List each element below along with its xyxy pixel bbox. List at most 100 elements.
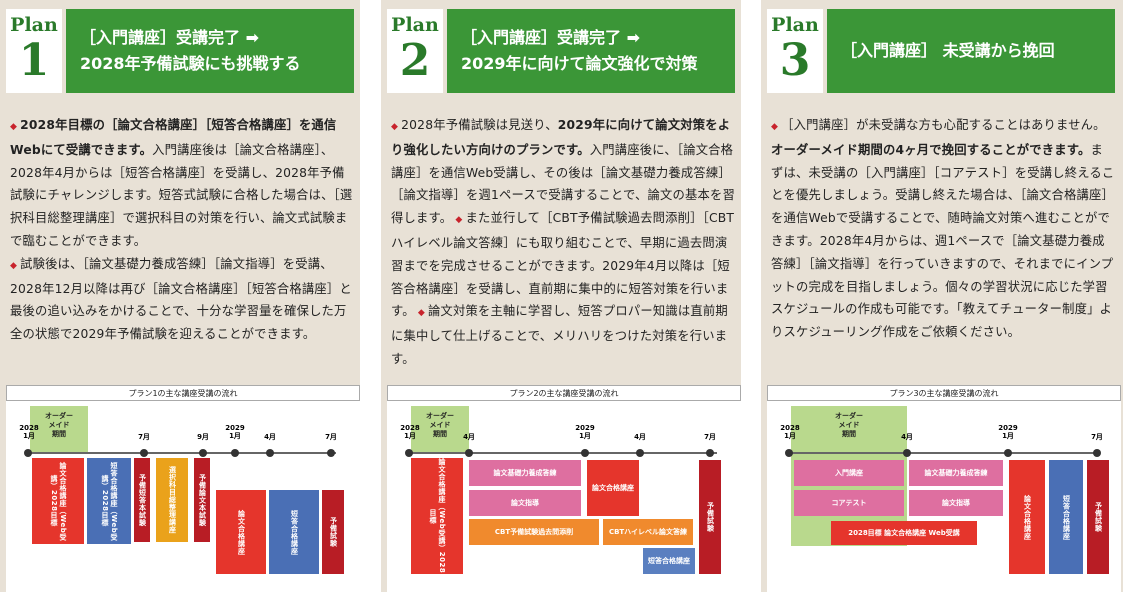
- ordermade-period: オーダー メイド 期間: [30, 406, 88, 454]
- plan-label: Plan 1: [6, 9, 62, 93]
- diamond-bullet-icon: ◆: [10, 122, 18, 132]
- timeline-dot: [405, 449, 413, 457]
- course-block: コアテスト: [794, 490, 904, 516]
- course-block: 論文合格講座: [216, 490, 266, 574]
- plan-word: Plan: [391, 14, 439, 36]
- timeline-dot: [706, 449, 714, 457]
- diamond-bullet-icon: ◆: [414, 308, 425, 319]
- timeline-dot: [327, 449, 335, 457]
- plan-number: 3: [779, 35, 811, 86]
- plan-title: ［入門講座］ 未受講から挽回: [827, 9, 1115, 93]
- title-line2: 2028年予備試験にも挑戦する: [80, 54, 301, 73]
- timeline-dot: [581, 449, 589, 457]
- diamond-bullet-icon: ◆: [391, 122, 399, 132]
- course-block: 入門講座: [794, 460, 904, 486]
- course-block: CBT予備試験過去問添削: [469, 519, 599, 545]
- tick-9: 9月: [197, 433, 209, 441]
- timeline-axis: [407, 452, 717, 454]
- course-block: CBTハイレベル論文答練: [603, 519, 693, 545]
- title-line2: 2029年に向けて論文強化で対策: [461, 54, 698, 73]
- body-text: 入門講座後に、［論文合格講座］を通信Web受講し、その後は［論文基礎力養成答練］…: [391, 142, 735, 226]
- tick-4: 4月: [264, 433, 276, 441]
- diamond-bullet-icon: ◆: [10, 260, 18, 271]
- course-block: 論文基礎力養成答練: [909, 460, 1003, 486]
- course-block: 論文合格講座: [587, 460, 639, 516]
- course-block: 予備試験: [1087, 460, 1109, 574]
- timeline-dot: [231, 449, 239, 457]
- course-block: 予備試験: [322, 490, 344, 574]
- timeline-dot: [24, 449, 32, 457]
- plan3-panel: Plan 3 ［入門講座］ 未受講から挽回 ◆［入門講座］が未受講な方も心配する…: [761, 0, 1123, 592]
- tick-4b: 4月: [634, 433, 646, 441]
- plan-title: ［入門講座］受講完了 ➡ 2028年予備試験にも挑戦する: [66, 9, 354, 93]
- plan-label: Plan 3: [767, 9, 823, 93]
- timeline-dot: [903, 449, 911, 457]
- bold-text: オーダーメイド期間の4ヶ月で挽回することができます。: [771, 142, 1091, 157]
- course-block: 論文指導: [469, 490, 581, 516]
- plan-number: 1: [18, 35, 50, 86]
- course-block: 短答合格講座: [269, 490, 319, 574]
- timeline-dot: [1093, 449, 1101, 457]
- body-text: 2028年予備試験は見送り、: [401, 118, 558, 132]
- course-block: 予備論文本試験: [194, 458, 210, 542]
- course-block: 予備試験: [699, 460, 721, 574]
- plan-number: 2: [399, 35, 431, 86]
- plan-word: Plan: [771, 14, 819, 36]
- title-line1: ［入門講座］ 未受講から挽回: [841, 41, 1055, 60]
- timeline-dot: [636, 449, 644, 457]
- course-block: 短答合格講座（Web受講）2028目標: [87, 458, 131, 544]
- flow-title: プラン2の主な講座受講の流れ: [387, 385, 741, 401]
- tick-7b: 7月: [325, 433, 337, 441]
- plan-description: ◆2028年予備試験は見送り、2029年に向けて論文対策をより強化したい方向けの…: [391, 114, 735, 371]
- course-block: 論文合格講座（Web受講）2028目標: [411, 458, 463, 574]
- plan2-panel: Plan 2 ［入門講座］受講完了 ➡ 2029年に向けて論文強化で対策 ◆20…: [381, 0, 741, 592]
- flow-title: プラン3の主な講座受講の流れ: [767, 385, 1121, 401]
- timeline-dot: [199, 449, 207, 457]
- ordermade-period: オーダー メイド 期間: [411, 406, 469, 454]
- plan-label: Plan 2: [387, 9, 443, 93]
- course-block: 選択科目総整理講座: [156, 458, 188, 542]
- tick-7: 7月: [704, 433, 716, 441]
- timeline-dot: [465, 449, 473, 457]
- course-block: 短答合格講座: [643, 548, 695, 574]
- body-text: 論文対策を主軸に学習し、短答プロパー知識は直前期に集中して仕上げることで、メリハ…: [391, 304, 728, 366]
- diamond-bullet-icon: ◆: [452, 215, 463, 226]
- body-text: まずは、未受講の［入門講座］［コアテスト］を受講し終えることを優先しましょう。受…: [771, 142, 1115, 340]
- course-block: 2028目標 論文合格講座 Web受講: [831, 521, 977, 545]
- title-line1: ［入門講座］受講完了 ➡: [80, 28, 259, 47]
- timeline-dot: [785, 449, 793, 457]
- course-block: 論文基礎力養成答練: [469, 460, 581, 486]
- plan1-panel: Plan 1 ［入門講座］受講完了 ➡ 2028年予備試験にも挑戦する ◆202…: [0, 0, 360, 592]
- tick-7: 7月: [1091, 433, 1103, 441]
- body-text: また並行して［CBT予備試験過去問添削］［CBTハイレベル論文答練］にも取り組む…: [391, 211, 735, 319]
- diamond-bullet-icon: ◆: [771, 122, 779, 132]
- tick-7: 7月: [138, 433, 150, 441]
- body-text: 入門講座後は［論文合格講座］、2028年4月からは［短答合格講座］を受講し、20…: [10, 142, 353, 248]
- bold-text: 2028年目標の［論文合格講座］［短答合格講座］を通信Webにて受講できます。: [10, 118, 337, 157]
- plan-description: ◆［入門講座］が未受講な方も心配することはありません。オーダーメイド期間の4ヶ月…: [771, 114, 1115, 344]
- timeline-dot: [140, 449, 148, 457]
- course-block: 論文合格講座（Web受講）2028目標: [32, 458, 84, 544]
- title-line1: ［入門講座］受講完了 ➡: [461, 28, 640, 47]
- timeline-axis: [787, 452, 1097, 454]
- timeline-dot: [266, 449, 274, 457]
- plan-word: Plan: [10, 14, 58, 36]
- course-block: 論文指導: [909, 490, 1003, 516]
- timeline-dot: [1004, 449, 1012, 457]
- timeline-axis: [26, 452, 336, 454]
- bold-text: 2029年に向けて論文対策をより強化したい方向けのプランです。: [391, 118, 731, 157]
- body-text: ［入門講座］が未受講な方も心配することはありません。: [781, 118, 1106, 132]
- tick-4: 4月: [901, 433, 913, 441]
- plan-title: ［入門講座］受講完了 ➡ 2029年に向けて論文強化で対策: [447, 9, 735, 93]
- course-block: 予備短答本試験: [134, 458, 150, 542]
- flow-title: プラン1の主な講座受講の流れ: [6, 385, 360, 401]
- body-text: 試験後は、［論文基礎力養成答練］［論文指導］を受講、2028年12月以降は再び［…: [10, 256, 352, 342]
